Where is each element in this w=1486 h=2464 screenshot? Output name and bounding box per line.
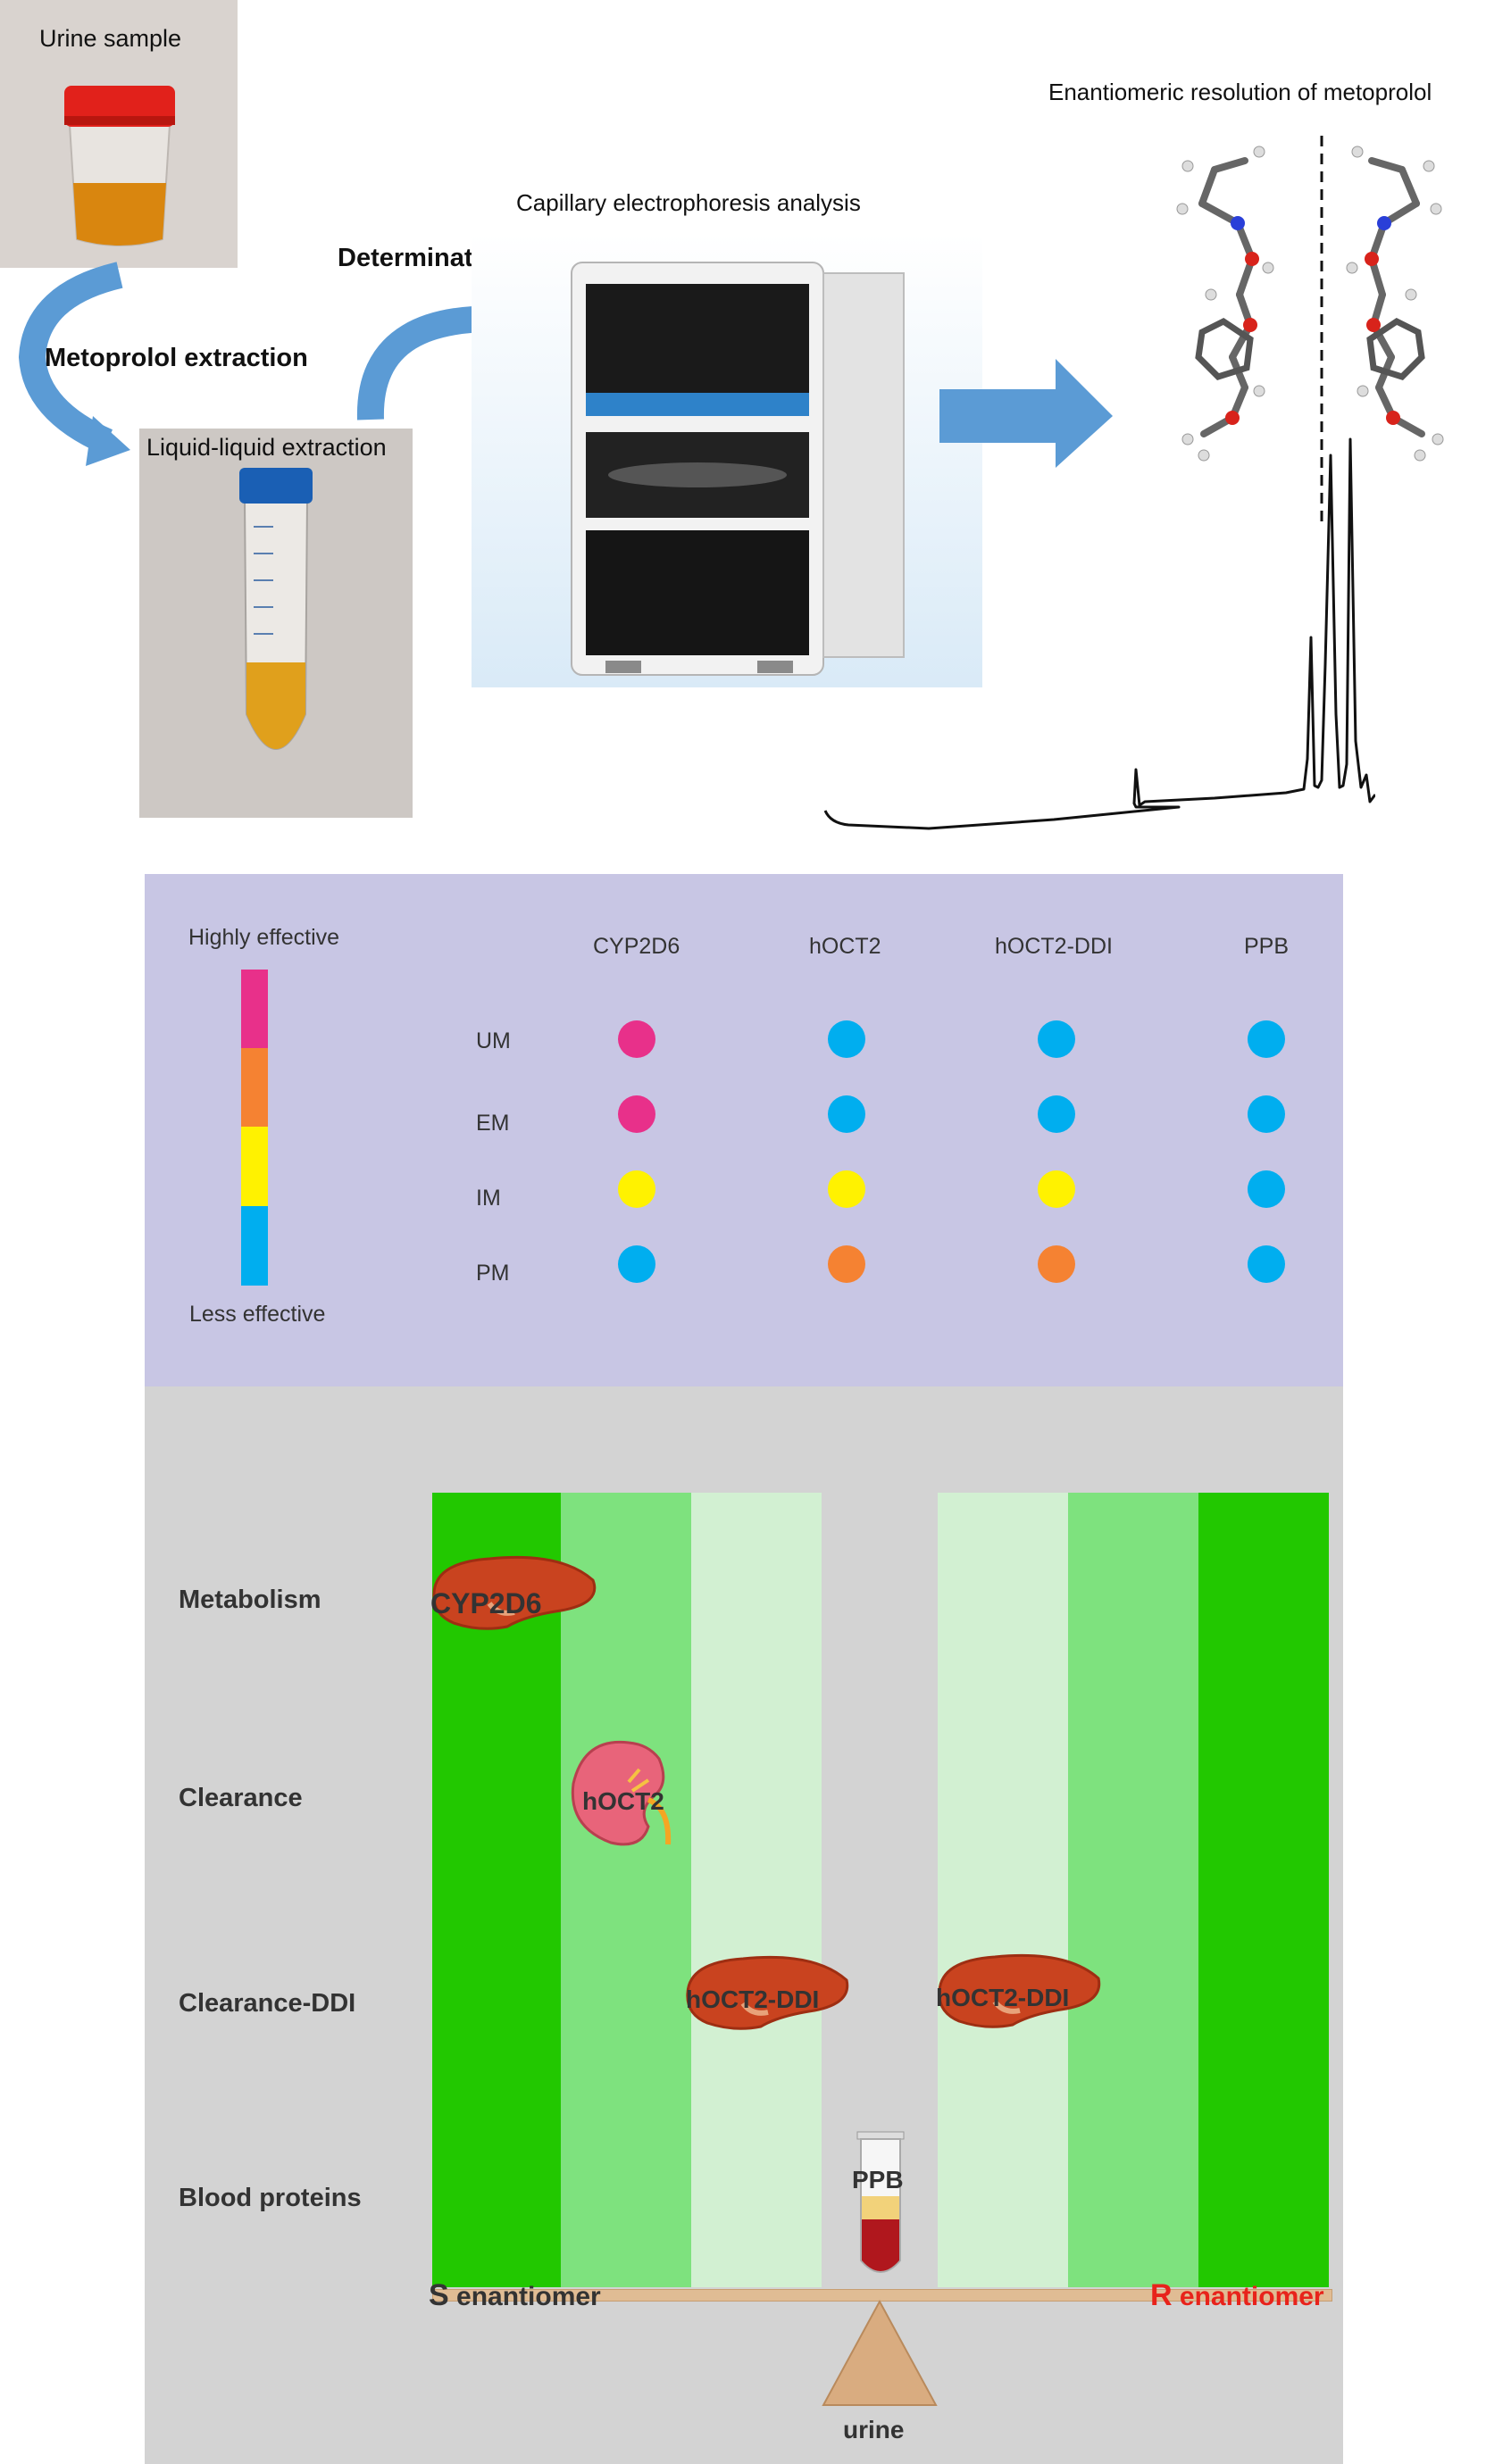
kidney-icon [571,1740,672,1846]
band-left-light [691,1493,822,2287]
dot-em-hoct2 [828,1095,865,1133]
liquid-extraction-photo: Liquid-liquid extraction [139,429,413,818]
urine-cup-image [0,0,238,268]
dot-em-cyp2d6 [618,1095,655,1133]
arrow-to-resolution [939,359,1113,468]
band-right-medium [1068,1493,1198,2287]
liquid-extraction-label: Liquid-liquid extraction [146,434,387,461]
s-letter: S [429,2278,449,2312]
dot-em-ppb [1248,1095,1285,1133]
scale-segment-medium [241,1127,268,1206]
col-header-ppb: PPB [1244,934,1290,959]
dot-em-hoct2-ddi [1038,1095,1075,1133]
r-enantiomer-label: R enantiomer [1150,2278,1324,2313]
dot-im-cyp2d6 [618,1170,655,1208]
enantiomeric-resolution-label: Enantiomeric resolution of metoprolol [1048,79,1432,105]
dot-um-hoct2 [828,1020,865,1058]
urine-sample-photo: Urine sample [0,0,238,268]
clearance-label: Clearance [179,1784,303,1812]
col-header-cyp2d6: CYP2D6 [593,934,680,959]
liver-ddi-left-icon [686,1955,849,2030]
row-label-um: UM [476,1028,511,1053]
metabolism-label: Metabolism [179,1586,321,1614]
dot-im-hoct2-ddi [1038,1170,1075,1208]
less-effective-label: Less effective [189,1302,326,1327]
band-right-strong [1198,1493,1329,2287]
dot-pm-cyp2d6 [618,1245,655,1283]
dot-im-ppb [1248,1170,1285,1208]
dot-pm-hoct2 [828,1245,865,1283]
row-label-im: IM [476,1186,501,1211]
ce-instrument-photo [472,234,982,687]
col-header-hoct2: hOCT2 [809,934,881,959]
urine-sample-label: Urine sample [39,25,182,52]
highly-effective-label: Highly effective [188,925,340,950]
clearance-ddi-label: Clearance-DDI [179,1989,356,2018]
effectiveness-panel [145,874,1343,1386]
scale-segment-low [241,1206,268,1286]
s-enantiomer-text: enantiomer [448,2282,601,2311]
dot-im-hoct2 [828,1170,865,1208]
ppb-organ-label: PPB [852,2166,904,2193]
curved-arrow-to-extraction [18,262,130,466]
row-label-pm: PM [476,1261,510,1286]
falcon-tube-image [139,429,413,818]
dot-um-hoct2-ddi [1038,1020,1075,1058]
seesaw-beam [432,2289,1332,2302]
r-metoprolol-molecule [1346,146,1444,462]
dot-pm-hoct2-ddi [1038,1245,1075,1283]
cyp2d6-organ-label: CYP2D6 [430,1587,542,1619]
band-left-medium [561,1493,691,2287]
scale-segment-high [241,1048,268,1127]
ce-analysis-label: Capillary electrophoresis analysis [516,189,861,216]
row-label-em: EM [476,1111,510,1136]
effectiveness-scale-bar [241,970,268,1286]
seesaw-fulcrum [822,2300,938,2406]
urine-fulcrum-label: urine [843,2416,905,2443]
band-right-light [938,1493,1068,2287]
hoct2-organ-label: hOCT2 [582,1787,664,1815]
blood-proteins-label: Blood proteins [179,2184,362,2212]
s-enantiomer-label: S enantiomer [429,2278,601,2313]
blood-tube-icon [856,2131,905,2273]
hoct2-ddi-right-label: hOCT2-DDI [936,1984,1070,2011]
liver-ddi-right-icon [938,1953,1101,2028]
s-metoprolol-molecule [1176,146,1274,462]
scale-segment-highest [241,970,268,1048]
dot-pm-ppb [1248,1245,1285,1283]
metoprolol-extraction-label: Metoprolol extraction [45,344,308,372]
ce-instrument-image [571,262,905,676]
col-header-hoct2-ddi: hOCT2-DDI [995,934,1113,959]
dot-um-ppb [1248,1020,1285,1058]
dot-um-cyp2d6 [618,1020,655,1058]
electropherogram-trace [823,437,1375,830]
liver-icon [432,1555,597,1630]
dashed-divider-line [1320,136,1323,525]
r-letter: R [1150,2278,1173,2312]
r-enantiomer-text: enantiomer [1172,2282,1324,2311]
hoct2-ddi-left-label: hOCT2-DDI [686,1985,820,2013]
